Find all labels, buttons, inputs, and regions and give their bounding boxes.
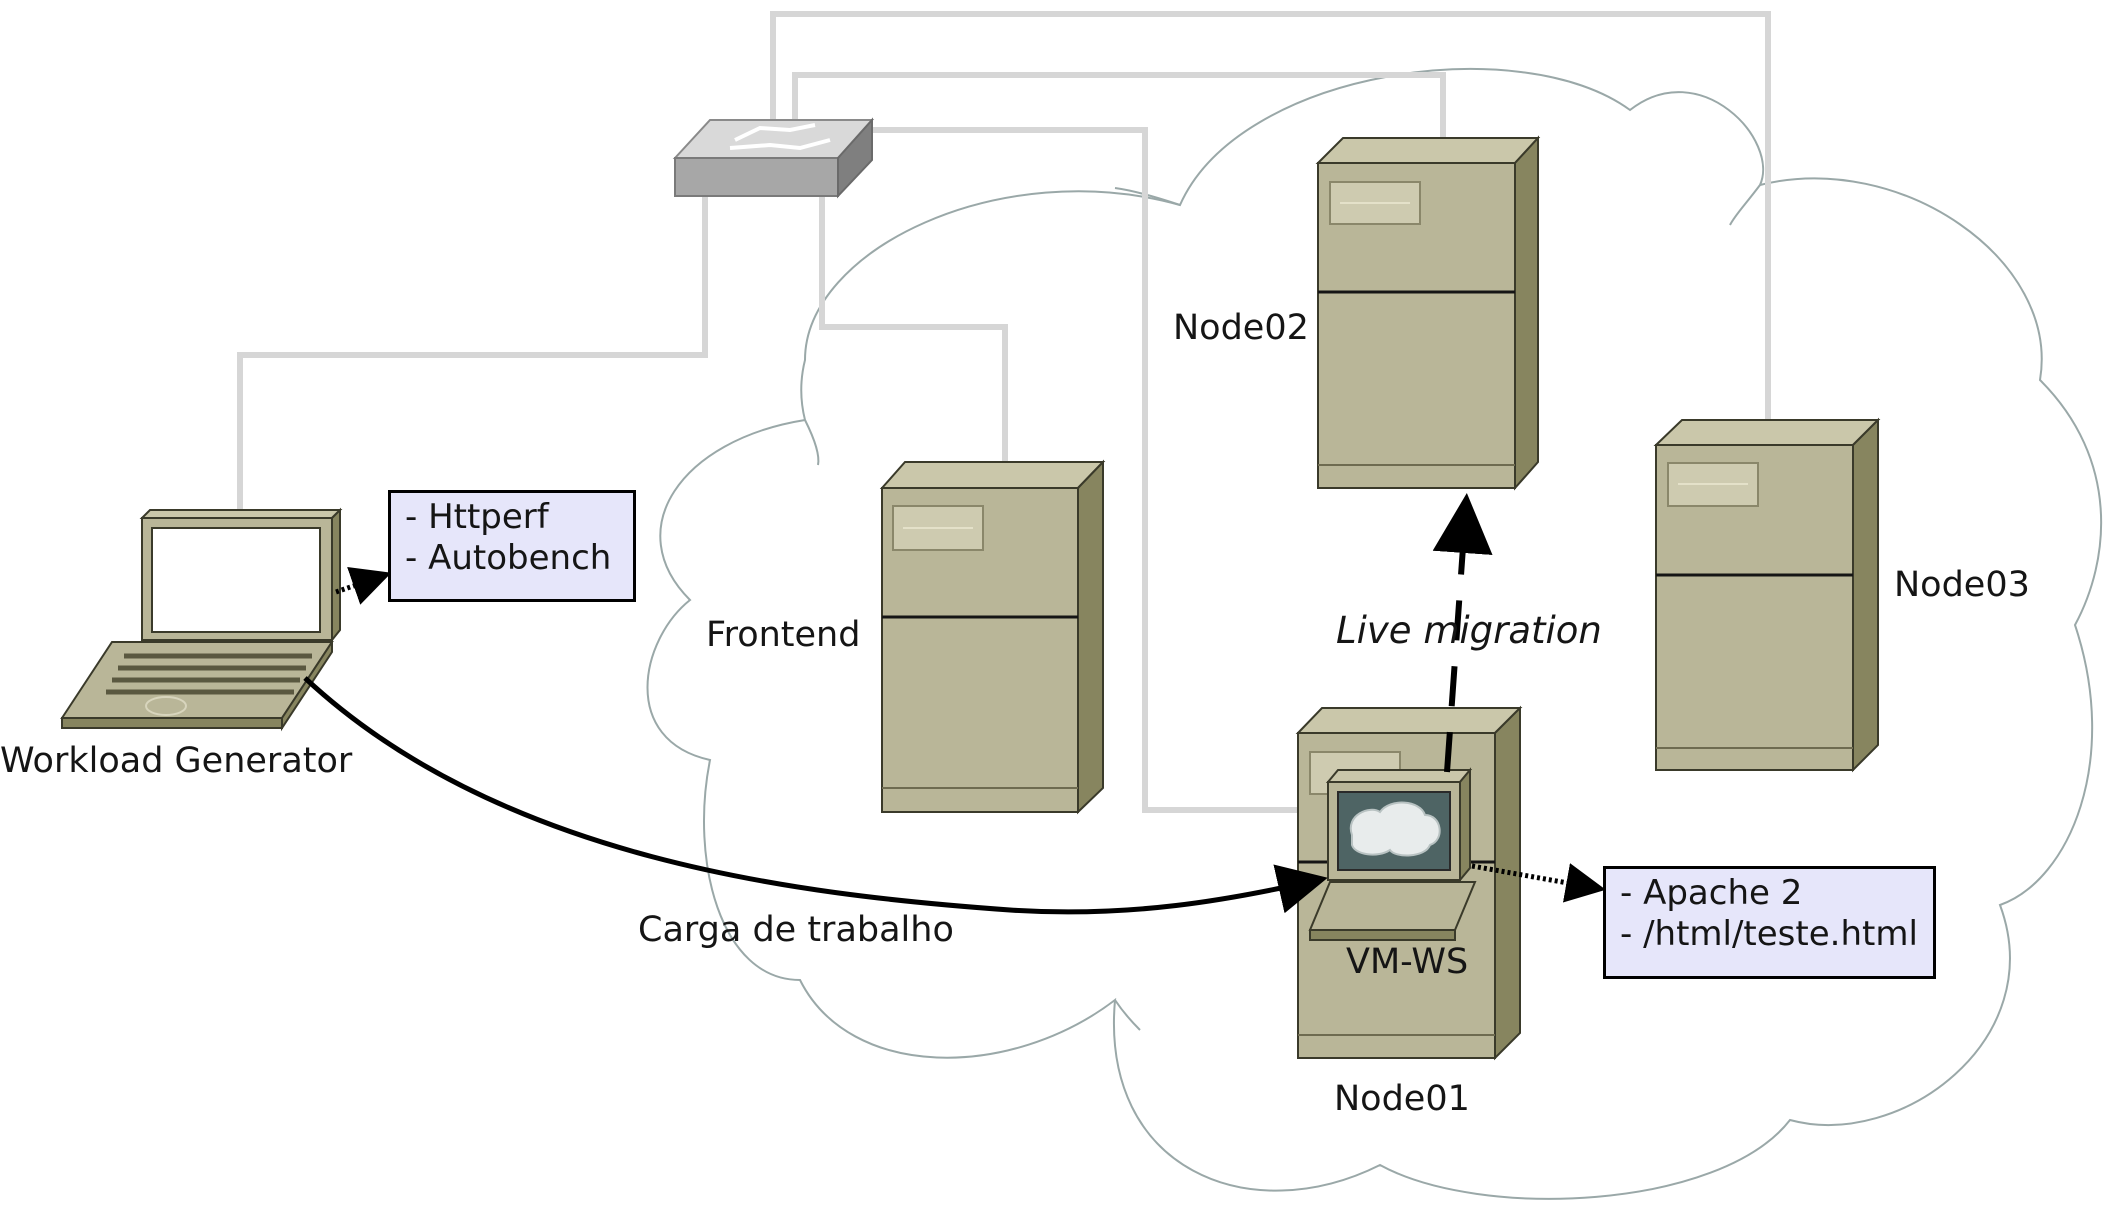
cable-switch-node03: [770, 11, 1771, 420]
live-migration-label: Live migration: [1336, 609, 1602, 652]
cable-switch-node02: [792, 72, 1446, 138]
tools-note: - Httperf - Autobench: [388, 490, 636, 602]
vm-note-connector: [1471, 863, 1606, 903]
live-migration-arrow: [1432, 493, 1493, 773]
server-note-line: - /html/teste.html: [1620, 914, 1918, 954]
cable-switch-laptop: [237, 195, 708, 512]
server-note-line: - Apache 2: [1620, 873, 1803, 913]
network-switch-icon: [672, 117, 875, 199]
laptop-icon: [60, 507, 343, 732]
cable-switch-frontend: [819, 195, 1008, 462]
laptop-note-connector: [335, 566, 392, 605]
tools-note-line: - Httperf: [405, 497, 549, 537]
workload-arrow-label: Carga de trabalho: [638, 910, 954, 950]
node01-label: Node01: [1334, 1079, 1470, 1119]
workload-generator-label: Workload Generator: [0, 741, 353, 781]
workload-arrow: [303, 676, 1328, 915]
server-note: - Apache 2 - /html/teste.html: [1603, 866, 1936, 979]
node02-server-icon: [1315, 135, 1541, 491]
frontend-server-icon: [879, 459, 1106, 815]
tools-note-line: - Autobench: [405, 538, 612, 578]
frontend-label: Frontend: [706, 615, 861, 655]
vm-ws-icon: [1308, 767, 1477, 941]
vm-ws-label: VM-WS: [1346, 942, 1469, 982]
node02-label: Node02: [1173, 308, 1309, 348]
node03-label: Node03: [1894, 565, 2030, 605]
node03-server-icon: [1653, 417, 1881, 773]
